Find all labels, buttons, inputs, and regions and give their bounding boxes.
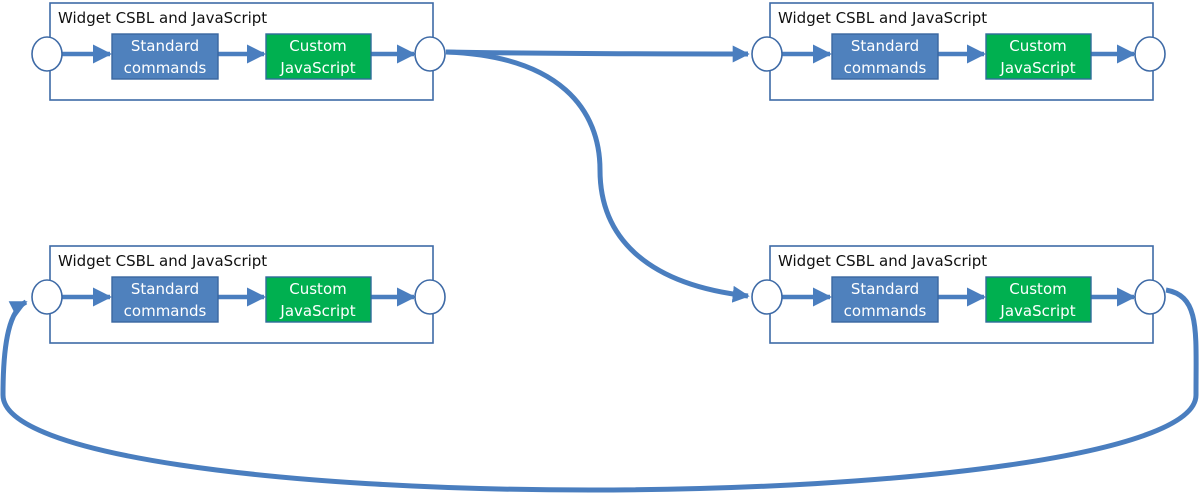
custom-javascript-node[interactable] bbox=[985, 276, 1092, 323]
custom-javascript-node[interactable] bbox=[265, 33, 372, 80]
output-port[interactable] bbox=[414, 279, 446, 315]
output-port[interactable] bbox=[414, 36, 446, 72]
standard-commands-label: Standard bbox=[851, 280, 919, 298]
custom-javascript-label: Custom bbox=[1009, 280, 1066, 298]
custom-javascript-label: Custom bbox=[289, 37, 346, 55]
standard-commands-label: Standard bbox=[131, 37, 199, 55]
input-port[interactable] bbox=[751, 36, 783, 72]
custom-javascript-node[interactable] bbox=[265, 276, 372, 323]
connector-top-left-to-bottom-right bbox=[445, 49, 750, 303]
output-port[interactable] bbox=[1134, 36, 1166, 72]
input-port[interactable] bbox=[31, 36, 63, 72]
output-port[interactable] bbox=[1134, 279, 1166, 315]
custom-javascript-node[interactable] bbox=[985, 33, 1092, 80]
standard-commands-label: commands bbox=[844, 302, 927, 320]
standard-commands-node[interactable] bbox=[111, 33, 219, 80]
connector-top-left-to-top-right bbox=[445, 45, 750, 63]
standard-commands-label: commands bbox=[124, 59, 207, 77]
custom-javascript-label: JavaScript bbox=[279, 302, 355, 320]
widget-title: Widget CSBL and JavaScript bbox=[778, 252, 987, 270]
custom-javascript-label: Custom bbox=[1009, 37, 1066, 55]
standard-commands-label: commands bbox=[124, 302, 207, 320]
custom-javascript-label: JavaScript bbox=[999, 59, 1075, 77]
standard-commands-label: commands bbox=[844, 59, 927, 77]
standard-commands-node[interactable] bbox=[831, 276, 939, 323]
input-port[interactable] bbox=[31, 279, 63, 315]
widget-title: Widget CSBL and JavaScript bbox=[58, 9, 267, 27]
standard-commands-label: Standard bbox=[131, 280, 199, 298]
standard-commands-node[interactable] bbox=[831, 33, 939, 80]
custom-javascript-label: Custom bbox=[289, 280, 346, 298]
standard-commands-node[interactable] bbox=[111, 276, 219, 323]
custom-javascript-label: JavaScript bbox=[279, 59, 355, 77]
widget-title: Widget CSBL and JavaScript bbox=[58, 252, 267, 270]
standard-commands-label: Standard bbox=[851, 37, 919, 55]
widget-title: Widget CSBL and JavaScript bbox=[778, 9, 987, 27]
custom-javascript-label: JavaScript bbox=[999, 302, 1075, 320]
input-port[interactable] bbox=[751, 279, 783, 315]
connectors bbox=[0, 45, 1199, 493]
connector-bottom-right-to-bottom-left bbox=[0, 287, 1199, 493]
